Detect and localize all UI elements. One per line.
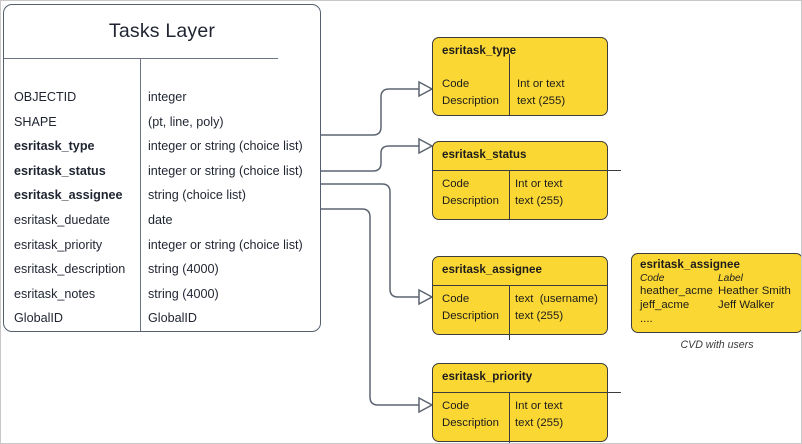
connector-type [321, 88, 419, 136]
cvd-row-label: Heather Smith [718, 285, 791, 297]
arrowhead-status [418, 137, 434, 155]
field-type: integer or string (choice list) [148, 139, 303, 154]
domain-title: esritask_status [442, 148, 527, 161]
domain-box-esritask-priority: esritask_priority Code Description Int o… [432, 363, 621, 443]
field-type: (pt, line, poly) [148, 114, 224, 129]
domain-box-esritask-type: esritask_type Code Description Int or te… [432, 37, 608, 116]
cvd-header-label: Label [718, 273, 743, 284]
field-name: esritask_status [14, 163, 106, 178]
field-name: GlobalID [14, 311, 63, 326]
connector-priority [321, 208, 419, 406]
cvd-row-code: heather_acme [640, 285, 713, 297]
field-row: esritask_type integer or string (choice … [4, 134, 320, 159]
domain-header-divider [433, 170, 621, 171]
domain-cell-left: Code Description [442, 400, 499, 429]
cvd-row-code: jeff_acme [640, 299, 690, 311]
domain-cell-left: Code Description [442, 78, 499, 107]
field-type: string (4000) [148, 262, 219, 277]
connector-assignee [321, 183, 419, 298]
domain-cell-left: Code Description [442, 293, 499, 322]
entity-title-divider [4, 58, 278, 59]
domain-title: esritask_assignee [442, 263, 542, 276]
domain-box-esritask-status: esritask_status Code Description Int or … [432, 141, 621, 220]
entity-tasks-layer: Tasks Layer OBJECTID integer SHAPE (pt, … [3, 4, 321, 332]
field-row: esritask_description string (4000) [4, 257, 320, 282]
cvd-title: esritask_assignee [640, 258, 740, 271]
cvd-header-code: Code [640, 273, 665, 284]
field-name: esritask_assignee [14, 188, 123, 203]
domain-cell-right: Int or text text (255) [517, 78, 566, 107]
domain-column-divider [509, 285, 510, 340]
field-type: integer or string (choice list) [148, 237, 303, 252]
field-name: OBJECTID [14, 90, 77, 104]
field-name: SHAPE [14, 114, 57, 129]
field-row: SHAPE (pt, line, poly) [4, 110, 320, 135]
field-name: esritask_duedate [14, 212, 110, 227]
field-name: esritask_type [14, 139, 95, 154]
domain-column-divider [509, 170, 510, 220]
domain-column-divider [509, 392, 510, 443]
field-type: string (choice list) [148, 188, 246, 203]
domain-cell-right: text (username) text (255) [515, 293, 598, 322]
entity-title: Tasks Layer [108, 20, 216, 42]
arrowhead-type [418, 80, 434, 98]
cvd-caption: CVD with users [680, 339, 754, 351]
field-row: esritask_assignee string (choice list) [4, 183, 320, 208]
field-name: esritask_priority [14, 237, 103, 252]
connector-status [321, 145, 419, 172]
cvd-ellipsis: .... [640, 313, 653, 325]
cvd-row-label: Jeff Walker [718, 299, 775, 311]
field-type: integer [148, 90, 187, 104]
arrowhead-priority [418, 396, 434, 414]
field-row: GlobalID GlobalID [4, 306, 320, 331]
field-row: OBJECTID integer [4, 85, 320, 110]
field-type: GlobalID [148, 311, 197, 326]
field-row: esritask_notes string (4000) [4, 282, 320, 307]
domain-box-esritask-assignee: esritask_assignee Code Description text … [432, 256, 608, 340]
domain-title: esritask_type [442, 44, 517, 57]
field-row: esritask_duedate date [4, 208, 320, 233]
domain-cell-right: Int or text text (255) [515, 178, 564, 207]
cvd-sample-box: esritask_assignee Code Label heather_acm… [631, 253, 801, 333]
field-name: esritask_notes [14, 286, 96, 301]
field-name: esritask_description [14, 262, 126, 277]
domain-cell-left: Code Description [442, 178, 499, 207]
arrowhead-assignee [418, 288, 434, 306]
field-type: string (4000) [148, 286, 219, 301]
domain-cell-right: Int or text text (255) [515, 400, 564, 429]
field-type: integer or string (choice list) [148, 163, 303, 178]
field-row: esritask_priority integer or string (cho… [4, 233, 320, 258]
entity-field-list: OBJECTID integer SHAPE (pt, line, poly) … [4, 85, 320, 331]
field-type: date [148, 212, 173, 227]
domain-title: esritask_priority [442, 370, 533, 383]
domain-header-divider [433, 285, 607, 286]
entity-column-divider [140, 58, 141, 331]
field-row: esritask_status integer or string (choic… [4, 159, 320, 184]
domain-column-divider [509, 54, 510, 116]
domain-header-divider [433, 392, 621, 393]
